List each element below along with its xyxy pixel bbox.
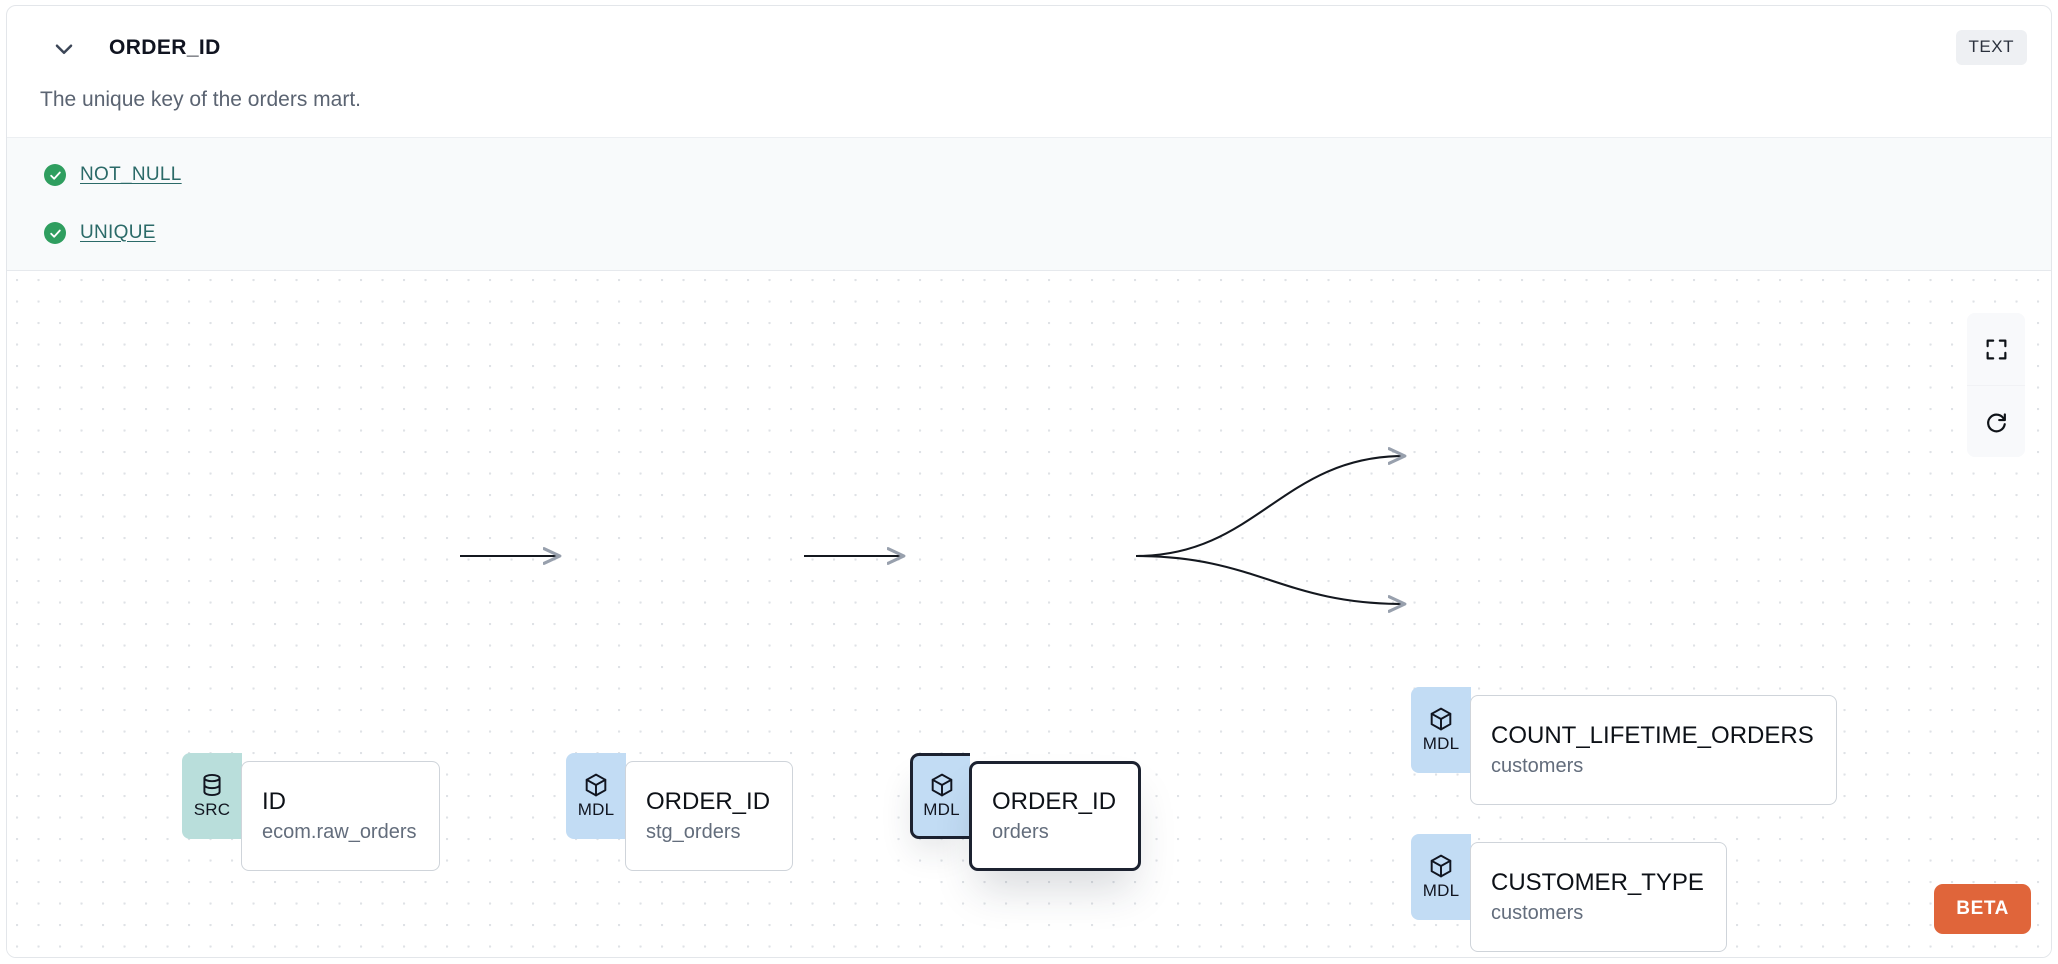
test-link-unique[interactable]: UNIQUE [80, 222, 156, 243]
tests-section: NOT_NULL UNIQUE [7, 137, 2051, 271]
node-column-name: COUNT_LIFETIME_ORDERS [1491, 722, 1814, 750]
node-kind-badge: MDL [1411, 687, 1471, 773]
column-header: ORDER_ID TEXT [7, 6, 2051, 86]
node-table-name: stg_orders [646, 820, 741, 843]
beta-badge[interactable]: BETA [1934, 884, 2031, 934]
lineage-node-orders[interactable]: MDL ORDER_ID orders [910, 753, 1142, 871]
fit-screen-icon[interactable] [1967, 313, 2025, 385]
node-column-name: CUSTOMER_TYPE [1491, 869, 1704, 897]
lineage-node-customer-type[interactable]: MDL CUSTOMER_TYPE customers [1411, 834, 1727, 952]
lineage-edges [460, 271, 2052, 958]
test-row[interactable]: NOT_NULL [44, 164, 182, 186]
node-kind-label: SRC [193, 800, 231, 819]
node-table-name: customers [1491, 754, 1584, 777]
test-row[interactable]: UNIQUE [44, 222, 156, 244]
node-column-name: ORDER_ID [646, 788, 771, 816]
node-kind-badge: MDL [1411, 834, 1471, 920]
node-body: CUSTOMER_TYPE customers [1470, 842, 1727, 952]
lineage-node-stg[interactable]: MDL ORDER_ID stg_orders [566, 753, 794, 871]
node-kind-badge: MDL [910, 753, 970, 839]
node-table-name: customers [1491, 901, 1584, 924]
database-icon [199, 772, 225, 798]
node-column-name: ORDER_ID [992, 788, 1117, 816]
node-column-name: ID [262, 788, 286, 816]
column-detail-card: ORDER_ID TEXT The unique key of the orde… [6, 5, 2052, 958]
node-kind-badge: SRC [182, 753, 242, 839]
node-kind-badge: MDL [566, 753, 626, 839]
node-table-name: orders [992, 820, 1049, 843]
cube-icon [583, 772, 609, 798]
page-title: ORDER_ID [109, 36, 221, 59]
column-description: The unique key of the orders mart. [40, 88, 361, 111]
cube-icon [929, 772, 955, 798]
node-body: ORDER_ID orders [969, 761, 1142, 871]
refresh-icon[interactable] [1967, 385, 2025, 457]
node-table-name: ecom.raw_orders [262, 820, 417, 843]
chevron-down-icon[interactable] [47, 32, 81, 66]
check-circle-icon [44, 222, 66, 244]
check-circle-icon [44, 164, 66, 186]
node-body: ORDER_ID stg_orders [625, 761, 794, 871]
node-body: COUNT_LIFETIME_ORDERS customers [1470, 695, 1837, 805]
test-link-not-null[interactable]: NOT_NULL [80, 164, 182, 185]
lineage-node-src[interactable]: SRC ID ecom.raw_orders [182, 753, 440, 871]
edge-orders-count [1135, 456, 1404, 558]
cube-icon [1428, 853, 1454, 879]
canvas-controls [1967, 313, 2025, 457]
edge-orders-custtype [1135, 554, 1404, 604]
cube-icon [1428, 706, 1454, 732]
lineage-node-count-lifetime-orders[interactable]: MDL COUNT_LIFETIME_ORDERS customers [1411, 687, 1837, 805]
lineage-canvas[interactable]: SRC ID ecom.raw_orders MDL ORDE [7, 271, 2052, 958]
node-kind-label: MDL [577, 800, 615, 819]
node-kind-label: MDL [1422, 734, 1460, 753]
data-type-badge: TEXT [1955, 30, 2027, 65]
node-body: ID ecom.raw_orders [241, 761, 440, 871]
node-kind-label: MDL [1422, 881, 1460, 900]
node-kind-label: MDL [923, 800, 960, 819]
